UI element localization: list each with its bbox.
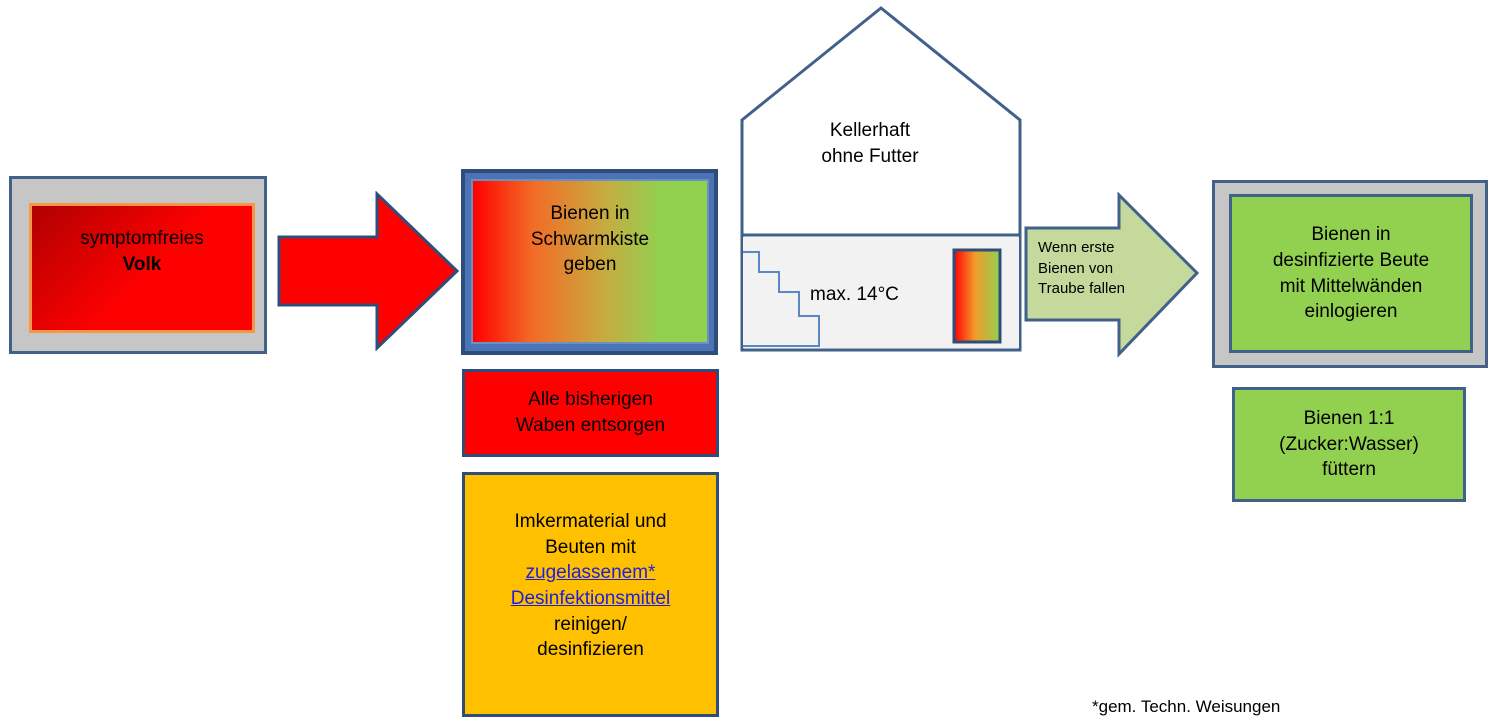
cellar-label-line2: ohne Futter [821, 145, 919, 167]
arrow-condition-line3: Traube fallen [1038, 280, 1125, 298]
disinfect-line4: desinfizieren [537, 639, 644, 661]
arrow-condition-line2: Bienen von [1038, 259, 1114, 277]
start-box: symptomfreies Volk [29, 203, 255, 333]
arrow-condition-line1: Wenn erste [1038, 239, 1115, 256]
disinfect-line1: Imkermaterial und [514, 511, 667, 532]
discard-combs-box: Alle bisherigen Waben entsorgen [462, 369, 719, 457]
cellar-label: Kellerhaft ohne Futter [770, 118, 970, 169]
disinfectant-link-line2[interactable]: Desinfektionsmittel [510, 587, 671, 609]
feeding-line3: füttern [1322, 459, 1376, 481]
start-box-line1: symptomfreies [80, 228, 204, 249]
arrow-right-green-icon [1024, 192, 1200, 358]
discard-combs-line1: Alle bisherigen [528, 389, 653, 411]
feeding-box: Bienen 1:1 (Zucker:Wasser) füttern [1232, 387, 1466, 502]
new-hive-box: Bienen in desinfizierte Beute mit Mittel… [1229, 194, 1473, 353]
disinfect-line2: Beuten mit [545, 536, 636, 558]
temperature-label: max. 14°C [810, 284, 899, 305]
footnote: *gem. Techn. Weisungen [1092, 697, 1281, 716]
disinfect-material-box: Imkermaterial und Beuten mit zugelassene… [462, 472, 719, 717]
new-hive-line3: mit Mittelwänden [1279, 275, 1423, 297]
arrow-condition-label: Wenn erste Bienen von Traube fallen [1038, 238, 1158, 300]
disinfectant-link-line1[interactable]: zugelassenem* [525, 562, 656, 584]
start-box-line2: Volk [122, 253, 162, 275]
feeding-line2: (Zucker:Wasser) [1279, 433, 1419, 455]
new-hive-line1: Bienen in [1311, 224, 1391, 246]
discard-combs-line2: Waben entsorgen [515, 415, 666, 436]
cellar-label-line1: Kellerhaft [829, 120, 911, 141]
new-hive-line4: einlogieren [1304, 301, 1398, 323]
cellar-house-icon [740, 6, 1022, 352]
arrow-right-red-icon [277, 191, 460, 351]
feeding-line1: Bienen 1:1 [1303, 408, 1395, 430]
swarm-box-line3: geben [563, 254, 617, 276]
new-hive-line2: desinfizierte Beute [1272, 249, 1430, 271]
disinfect-line3: reinigen/ [554, 613, 627, 635]
swarm-box: Bienen in Schwarmkiste geben [471, 179, 709, 344]
swarm-box-line2: Schwarmkiste [530, 228, 650, 250]
swarm-box-line1: Bienen in [550, 203, 630, 224]
